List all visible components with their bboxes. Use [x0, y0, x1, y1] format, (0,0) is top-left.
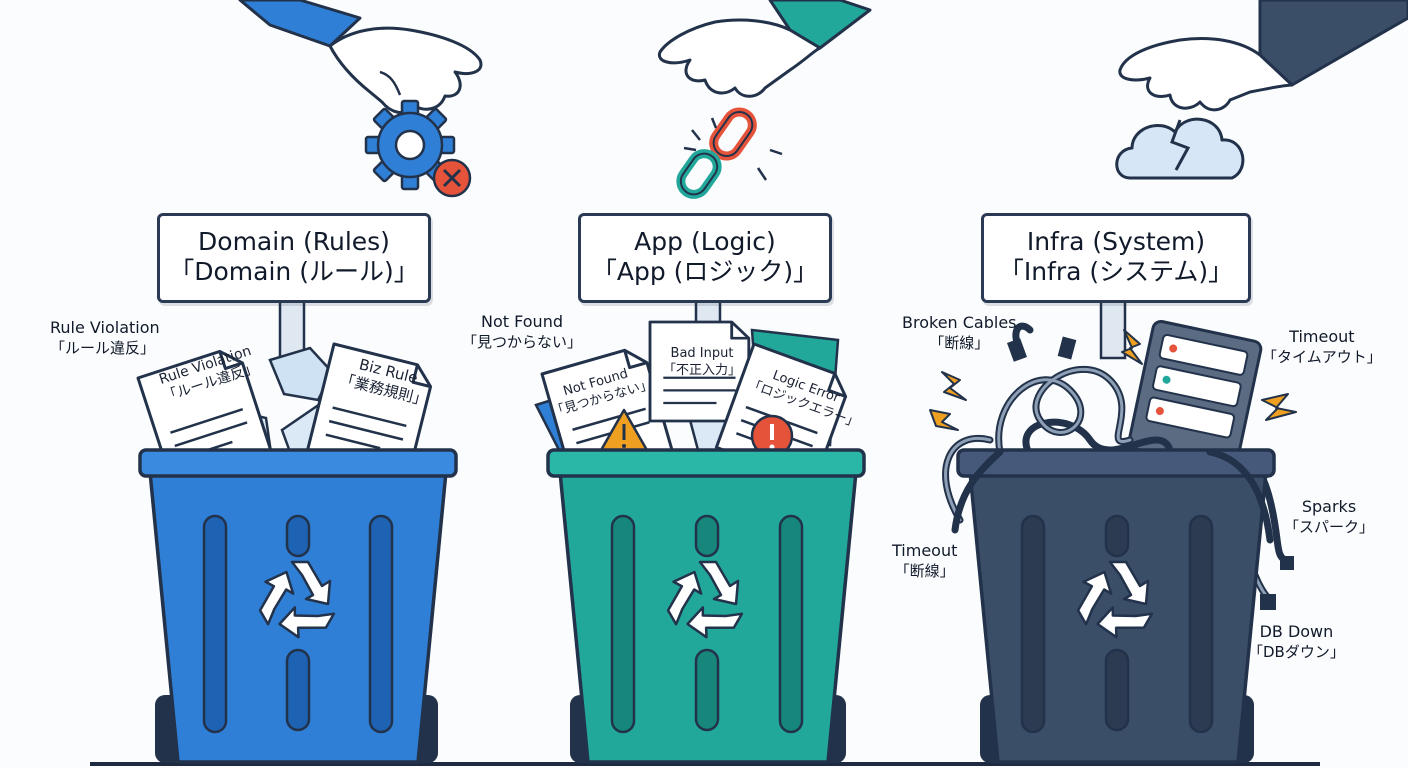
hand-middle: [659, 0, 870, 96]
callout-db-down: DB Down 「DBダウン」: [1248, 622, 1345, 662]
broken-chain-icon: [676, 107, 782, 200]
sign-domain-subtitle: 「Domain (ルール)」: [160, 257, 428, 287]
gear-error-icon: [366, 101, 470, 196]
callout-sparks: Sparks 「スパーク」: [1284, 497, 1374, 537]
bin-infra: [930, 320, 1296, 763]
sign-infra-title: Infra (System): [984, 227, 1248, 257]
broken-cloud-icon: [1117, 119, 1243, 178]
hand-left: [240, 0, 481, 113]
sign-domain: Domain (Rules) 「Domain (ルール)」: [157, 213, 431, 303]
sign-app-subtitle: 「App (ロジック)」: [581, 257, 829, 287]
paper-app-bad-input: Bad Input 「不正入力」: [652, 345, 752, 379]
sign-infra-subtitle: 「Infra (システム)」: [984, 257, 1248, 287]
sign-app-title: App (Logic): [581, 227, 829, 257]
callout-timeout-top: Timeout 「タイムアウト」: [1262, 327, 1382, 367]
callout-not-found: Not Found 「見つからない」: [462, 312, 582, 352]
sign-infra: Infra (System) 「Infra (システム)」: [981, 213, 1251, 303]
server-rack-icon: [1128, 320, 1263, 470]
callout-rule-violation: Rule Violation 「ルール違反」: [50, 318, 160, 358]
callout-timeout-left: Timeout 「断線」: [892, 541, 957, 581]
sign-app: App (Logic) 「App (ロジック)」: [578, 213, 832, 303]
sign-domain-title: Domain (Rules): [160, 227, 428, 257]
bin-domain: [138, 344, 456, 763]
callout-broken-cables: Broken Cables 「断線」: [902, 313, 1017, 353]
hand-right: [1120, 0, 1408, 110]
